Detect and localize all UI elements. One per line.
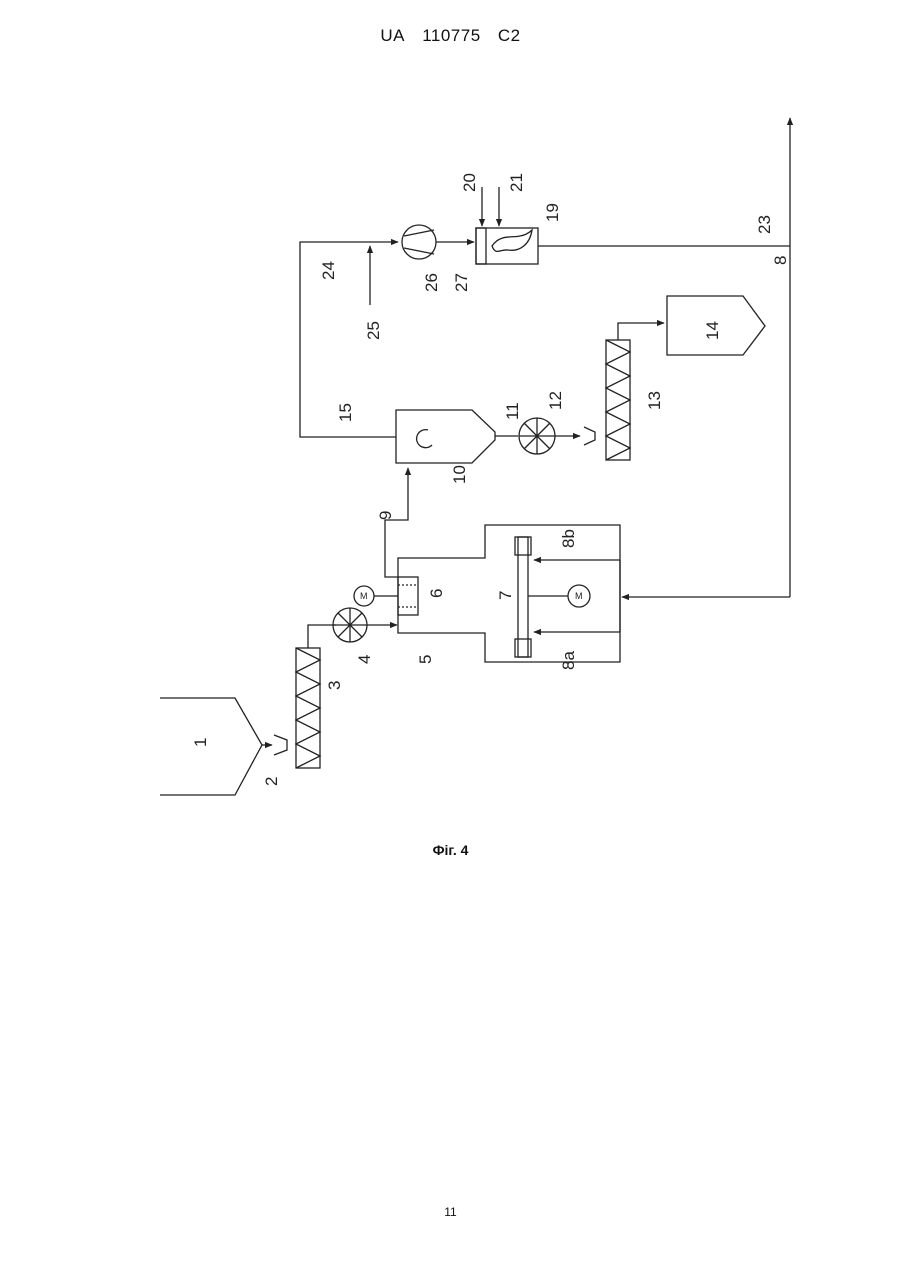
label-5: 5 xyxy=(416,655,435,664)
label-9: 9 xyxy=(376,511,395,520)
label-14: 14 xyxy=(703,321,722,340)
label-19: 19 xyxy=(543,203,562,222)
label-8b: 8b xyxy=(559,529,578,548)
label-25: 25 xyxy=(364,321,383,340)
labels: 1 2 3 4 5 6 7 8a 8b 9 10 11 12 13 14 15 … xyxy=(191,173,790,786)
label-26: 26 xyxy=(422,273,441,292)
label-3: 3 xyxy=(325,681,344,690)
label-13: 13 xyxy=(645,391,664,410)
label-11: 11 xyxy=(503,402,522,420)
line-9 xyxy=(385,468,408,577)
label-12: 12 xyxy=(546,391,565,410)
motor-m-label: M xyxy=(360,591,368,601)
air-line-8 xyxy=(534,118,790,632)
label-24: 24 xyxy=(319,261,338,280)
rotary-valve-12 xyxy=(519,418,595,454)
label-4: 4 xyxy=(355,655,374,664)
label-2: 2 xyxy=(262,777,281,786)
figure-caption: Фіг. 4 xyxy=(0,842,901,858)
label-7: 7 xyxy=(496,591,515,600)
process-diagram: M M xyxy=(0,0,901,900)
classifier-6: M xyxy=(354,577,418,615)
rotary-valve-4 xyxy=(333,608,397,642)
silo-1 xyxy=(160,698,272,795)
label-8: 8 xyxy=(771,256,790,265)
label-15: 15 xyxy=(336,403,355,422)
page-number: 11 xyxy=(0,1205,901,1219)
cyclone-10 xyxy=(396,410,518,463)
label-1: 1 xyxy=(191,738,210,747)
label-8a: 8a xyxy=(559,651,578,670)
motor-m-label: M xyxy=(575,591,583,601)
fan-26 xyxy=(402,225,474,259)
label-10: 10 xyxy=(450,465,469,484)
label-20: 20 xyxy=(460,173,479,192)
label-21: 21 xyxy=(507,173,526,192)
burner-19 xyxy=(476,187,790,264)
label-27: 27 xyxy=(452,273,471,292)
screw-conveyor-3 xyxy=(274,625,336,768)
rotor-7: M xyxy=(515,537,590,657)
label-6: 6 xyxy=(427,589,446,598)
label-23: 23 xyxy=(755,215,774,234)
